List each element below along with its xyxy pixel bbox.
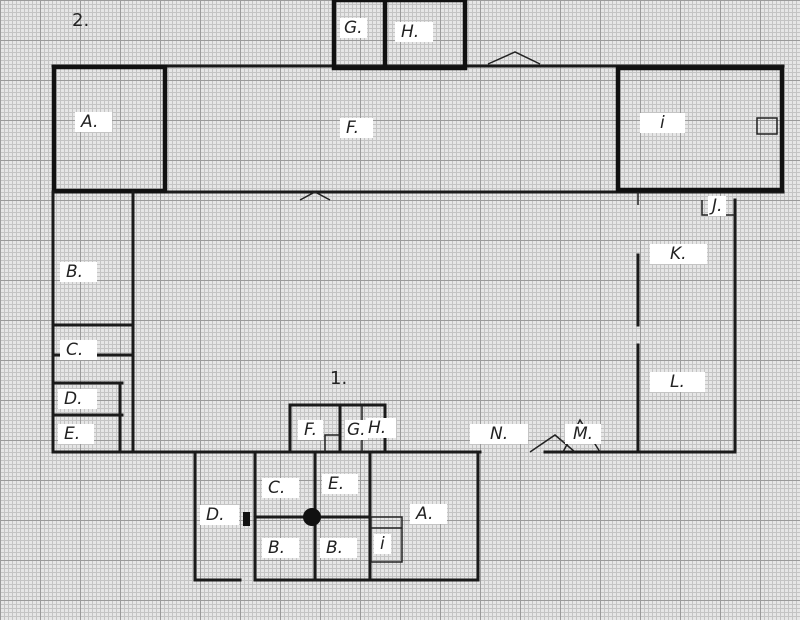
building-2-number: 2.: [72, 10, 90, 31]
room-label-1l: L.: [650, 372, 705, 392]
room-label-annex-i: i: [374, 534, 391, 554]
room-label-2h: H.: [395, 22, 434, 42]
room-label-2j: J.: [708, 196, 727, 216]
room-label-1c: C.: [60, 340, 98, 360]
room-label-1h: H.: [366, 418, 397, 438]
room-label-1e: E.: [58, 424, 95, 444]
room-label-2i: i: [640, 113, 685, 133]
room-label-annex-e: E.: [322, 474, 359, 494]
building-2-walls: [51, 0, 785, 194]
room-label-annex-d: D.: [200, 505, 239, 525]
room-label-1n: N.: [470, 424, 529, 444]
annex-walls: [193, 450, 480, 582]
room-label-2a: A.: [75, 112, 113, 132]
room-label-1f: F.: [298, 420, 323, 440]
room-label-annex-a: A.: [410, 504, 448, 524]
room-label-1b: B.: [60, 262, 98, 282]
building-1-number: 1.: [330, 368, 348, 389]
room-label-1d: D.: [58, 389, 97, 409]
room-label-annex-c: C.: [262, 478, 300, 498]
building-1-walls: [51, 190, 737, 454]
room-label-annex-b1: B.: [262, 538, 300, 558]
room-label-1k: K.: [650, 244, 707, 264]
room-label-annex-b2: B.: [320, 538, 358, 558]
room-label-1m: M.: [565, 424, 602, 444]
room-label-1g: G.: [345, 420, 368, 440]
room-label-2f: F.: [340, 118, 373, 138]
room-label-2g: G.: [340, 18, 367, 38]
